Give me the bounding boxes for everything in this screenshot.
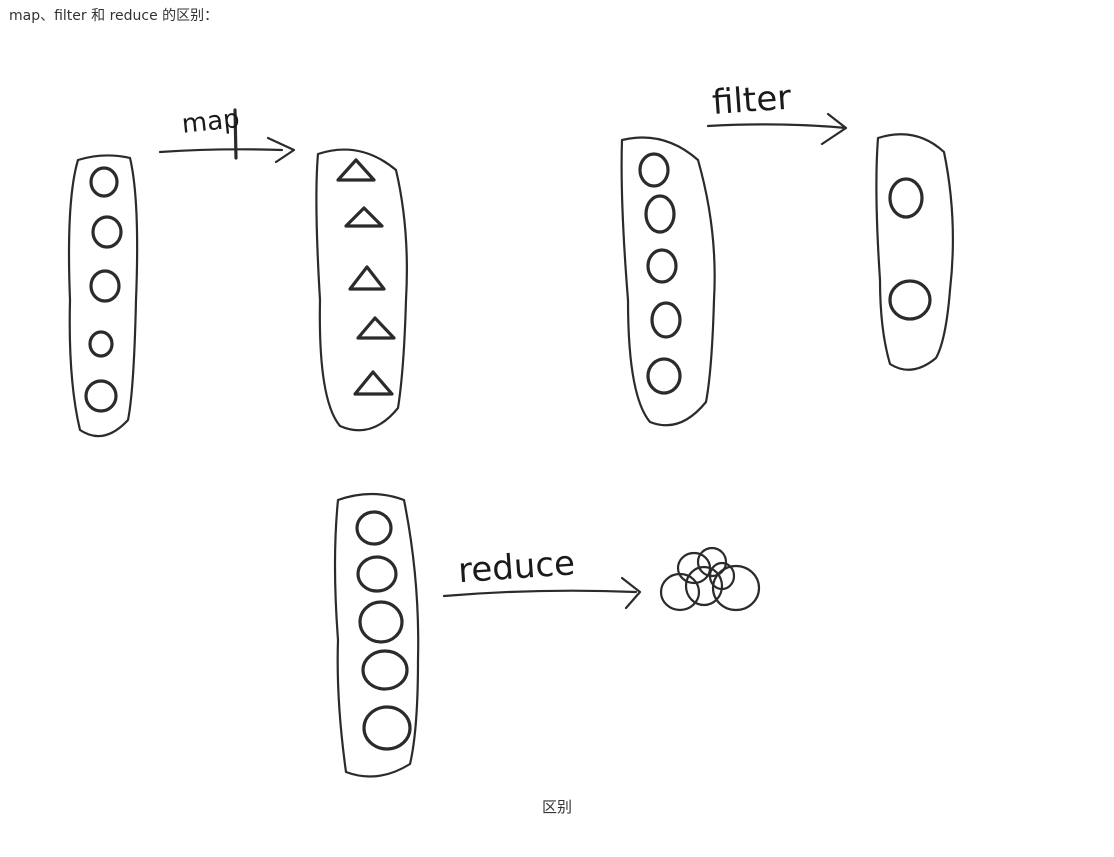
reduce-input-circle — [356, 555, 398, 593]
filter-input-circle — [644, 194, 676, 234]
reduce-section: reduce — [333, 492, 761, 778]
reduce-input-circle — [358, 600, 404, 644]
map-input-circle — [88, 330, 114, 358]
map-section: map — [67, 104, 408, 438]
reduce-input-circle — [355, 510, 393, 546]
filter-input-circle — [646, 357, 682, 395]
figure-caption: 区别 — [541, 798, 572, 816]
map-input-items — [84, 166, 123, 413]
map-input-container — [67, 154, 139, 438]
map-arrow-glyph — [233, 108, 238, 160]
page-heading: map、filter 和 reduce 的区别： — [9, 8, 219, 24]
map-label: map — [180, 104, 241, 140]
filter-arrow — [706, 112, 848, 146]
map-output-triangle — [356, 316, 396, 340]
map-output-triangle — [336, 158, 376, 182]
map-output-container — [315, 148, 408, 432]
filter-input-container — [620, 136, 716, 427]
map-input-circle — [89, 269, 121, 303]
map-input-circle — [89, 166, 119, 198]
reduce-input-items — [355, 510, 412, 751]
reduce-output-cluster — [659, 546, 761, 612]
reduce-output-circle — [696, 546, 728, 578]
map-input-circle — [91, 215, 123, 249]
filter-section: filter — [620, 78, 954, 427]
filter-label: filter — [711, 78, 793, 123]
filter-input-items — [638, 152, 682, 395]
filter-input-circle — [638, 152, 670, 188]
reduce-label: reduce — [457, 543, 576, 591]
filter-input-circle — [650, 301, 682, 339]
filter-output-container — [875, 133, 954, 371]
map-output-items — [336, 158, 396, 396]
reduce-output-circle — [684, 565, 724, 607]
reduce-output-circle — [708, 561, 736, 591]
map-output-triangle — [344, 206, 384, 228]
reduce-output-circle — [711, 564, 761, 612]
reduce-input-circle — [362, 705, 412, 751]
reduce-input-container — [333, 492, 420, 778]
map-input-circle — [84, 379, 118, 413]
map-output-triangle — [348, 265, 386, 291]
reduce-input-circle — [361, 649, 409, 691]
reduce-arrow — [442, 576, 642, 610]
filter-output-circle — [888, 177, 924, 219]
map-output-triangle — [353, 370, 394, 396]
map-arrow — [158, 136, 296, 164]
filter-input-circle — [646, 248, 678, 284]
filter-output-items — [888, 177, 932, 321]
reduce-output-circle — [659, 572, 701, 612]
filter-output-circle — [888, 279, 932, 321]
